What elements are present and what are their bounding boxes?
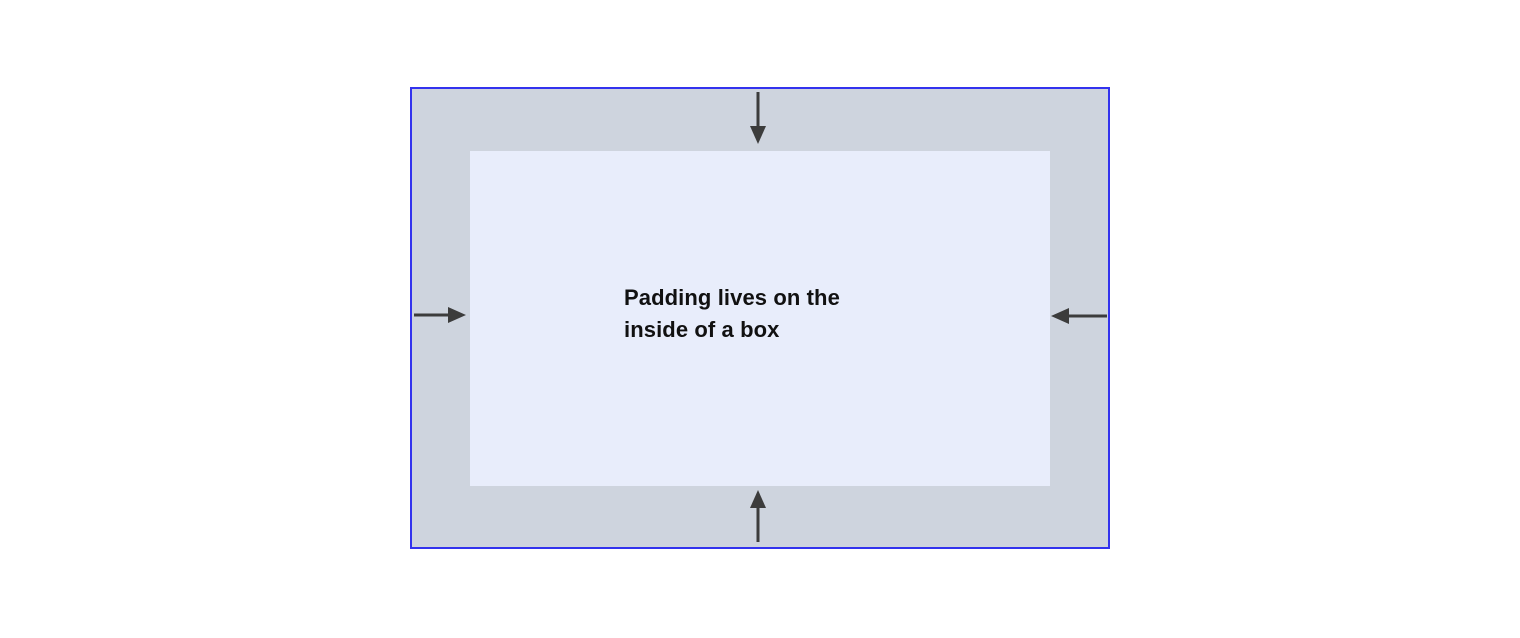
arrow-right-icon [1049,305,1107,327]
arrow-left-icon [414,304,468,326]
padding-box [410,87,1110,549]
padding-label-text: Padding lives on the inside of a box [624,285,840,342]
arrow-top-icon [748,92,768,146]
arrow-bottom-icon [748,488,768,542]
content-box [470,151,1050,486]
